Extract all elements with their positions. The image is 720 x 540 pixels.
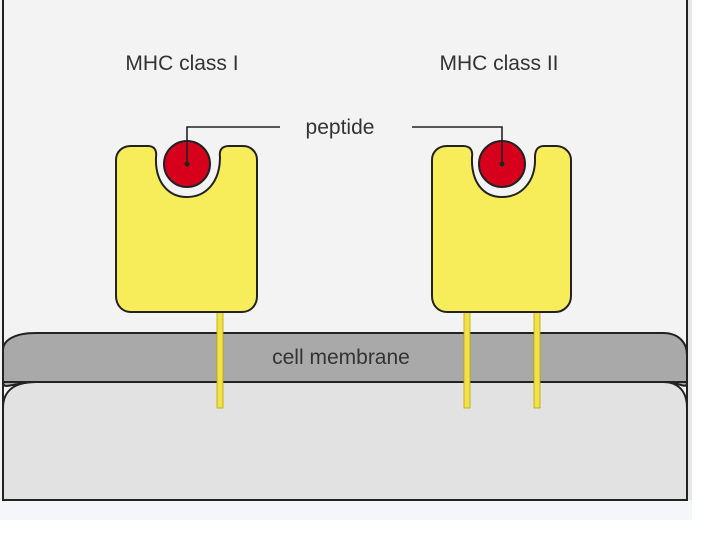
mhc2-stalk-alpha [463,305,471,409]
peptide-leader-right [412,126,503,164]
mhc1-label: MHC class I [125,52,238,75]
mhc2-receptor [431,145,572,313]
peptide-leader-left [186,126,280,164]
mhc1-receptor [115,145,258,313]
membrane-label: cell membrane [272,346,410,369]
bottom-shadow-strip [0,500,692,520]
cytoplasm [2,381,688,501]
right-shadow-strip [688,0,692,500]
peptide-label: peptide [306,116,375,139]
mhc2-stalk-beta [533,305,541,409]
mhc1-stalk [216,305,224,409]
mhc2-label: MHC class II [439,52,558,75]
